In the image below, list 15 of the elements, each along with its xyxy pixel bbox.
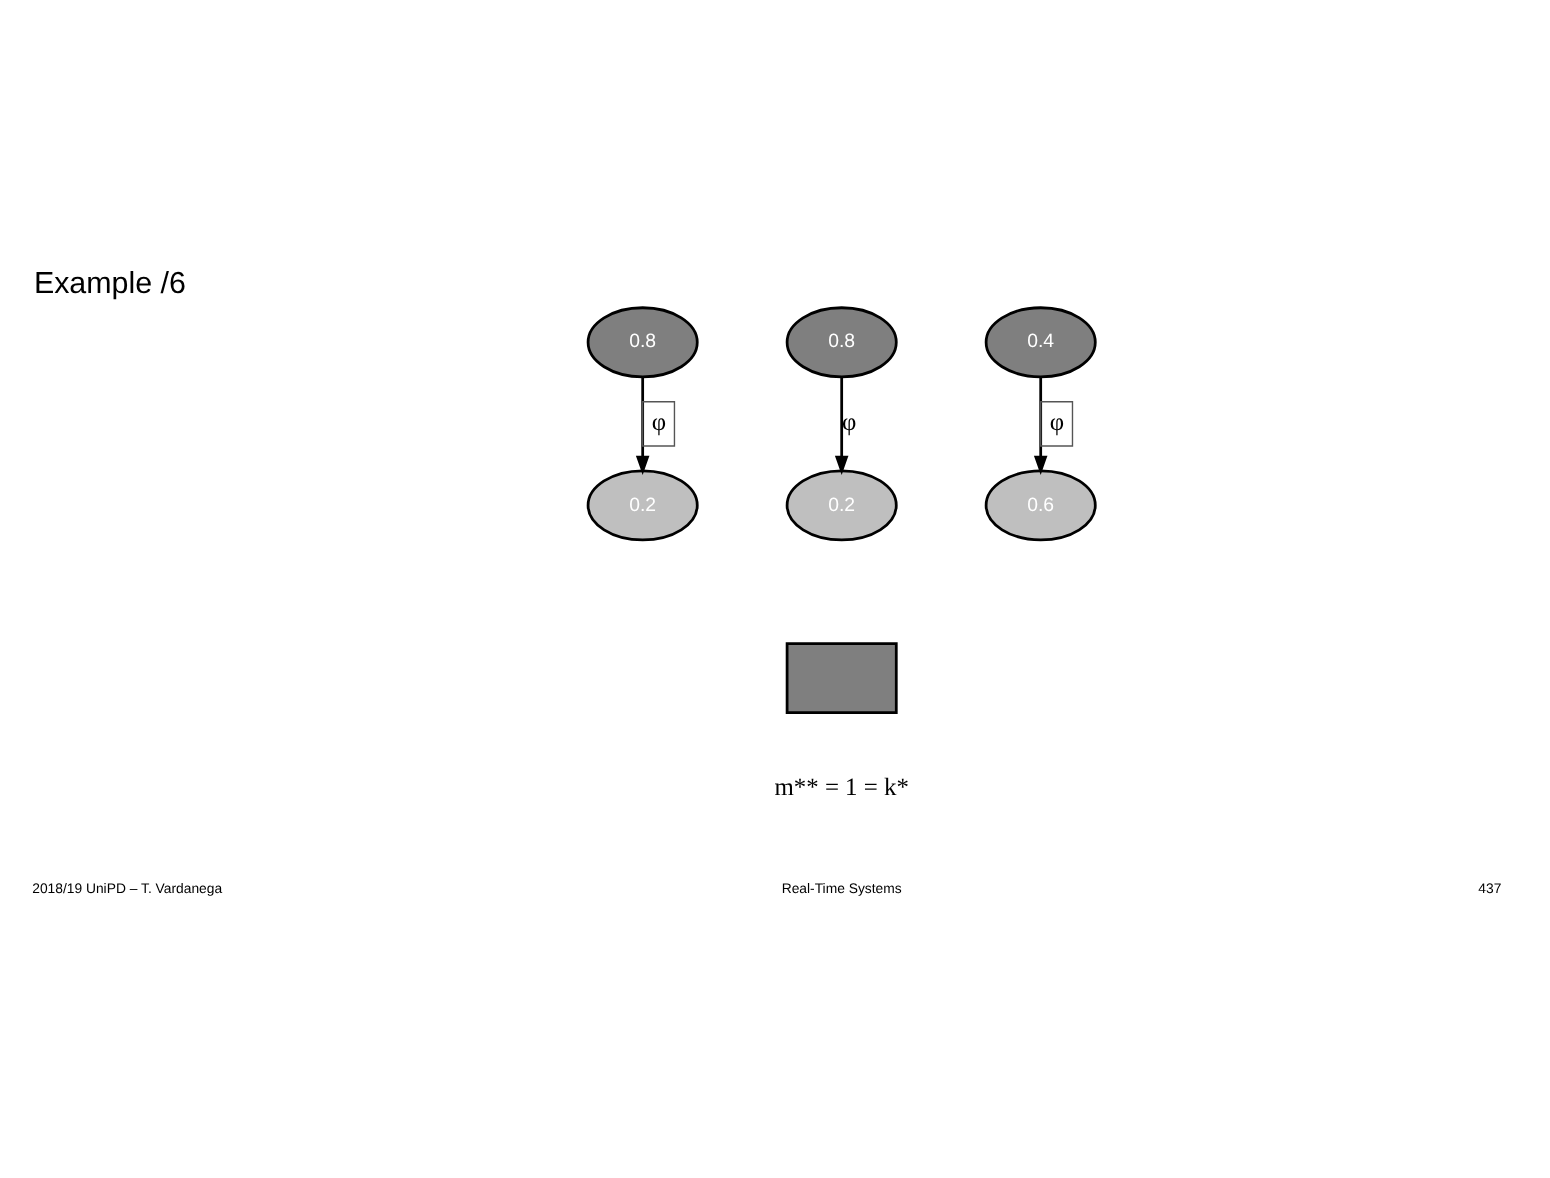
node-ellipse: 0.2 xyxy=(785,469,898,542)
node-box xyxy=(785,642,898,715)
node-ellipse: 0.8 xyxy=(785,306,898,379)
edge-label: φ xyxy=(651,407,666,436)
arrow xyxy=(1033,376,1048,475)
arrow xyxy=(834,376,849,476)
node-ellipse: 0.4 xyxy=(984,306,1097,379)
node-label: m** = 1 = k* xyxy=(774,772,909,801)
node-ellipse: 0.8 xyxy=(586,306,699,379)
edge-label: φ xyxy=(842,407,857,436)
node-ellipse: 0.2 xyxy=(586,469,699,542)
arrow xyxy=(635,376,650,475)
node-ellipse: 0.6 xyxy=(984,469,1097,542)
edge-label: φ xyxy=(1049,407,1065,436)
diagram-title: Example /6 xyxy=(33,267,186,302)
